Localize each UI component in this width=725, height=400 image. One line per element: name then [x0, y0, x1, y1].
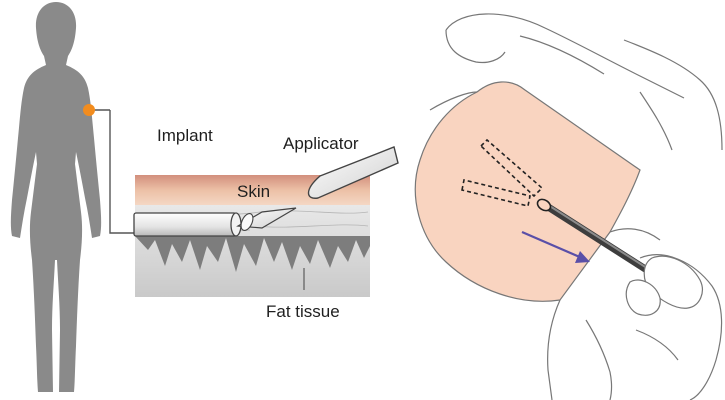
- fat-tissue-label: Fat tissue: [266, 302, 340, 321]
- applicator-needle-tip: [236, 207, 297, 231]
- insertion-site-marker: [83, 104, 95, 116]
- arm-insertion-illustration: [414, 13, 723, 400]
- skin-label: Skin: [237, 182, 270, 201]
- dashed-implant-positions: [461, 138, 544, 207]
- applicator-label: Applicator: [283, 134, 359, 153]
- fat-lobes: [135, 236, 370, 272]
- leader-line-vertical: [109, 110, 136, 234]
- arm-skin-patch: [414, 81, 641, 302]
- female-silhouette-icon: [10, 2, 102, 392]
- fingers-outline: [625, 255, 703, 316]
- implant-label: Implant: [157, 126, 213, 145]
- direction-arrow: [521, 230, 590, 263]
- hand-outline-top: [445, 13, 685, 99]
- implant-rod: [133, 212, 242, 237]
- applicator: [307, 146, 399, 199]
- right-applicator: [536, 198, 654, 276]
